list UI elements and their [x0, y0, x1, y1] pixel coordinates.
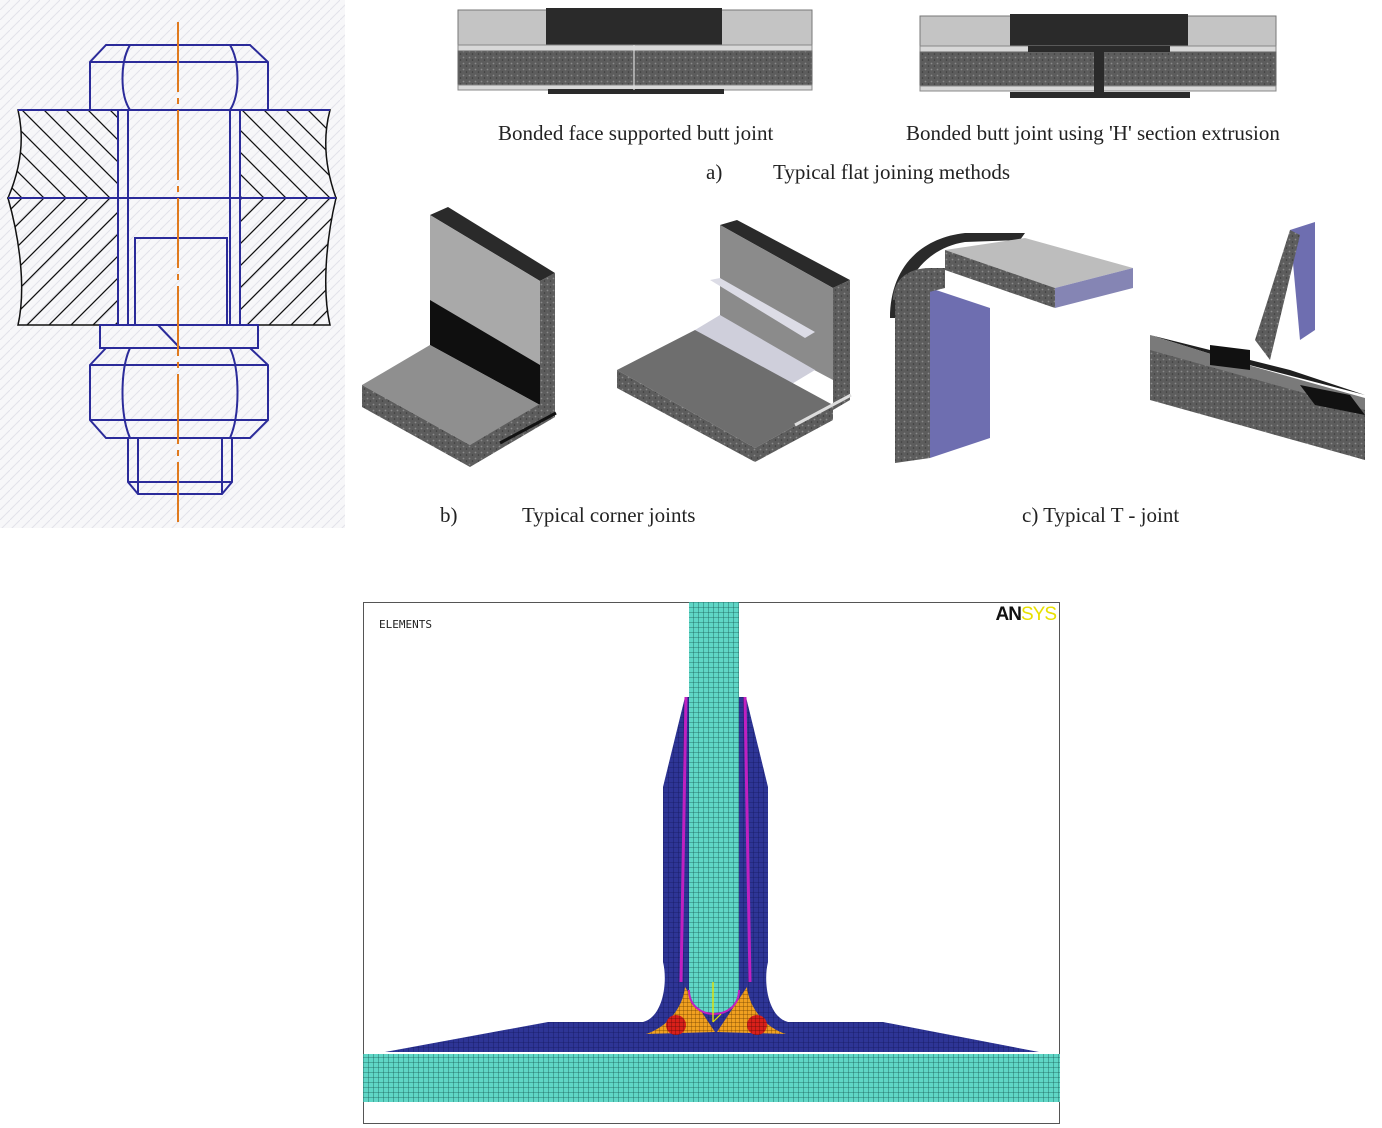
caption-butt1: Bonded face supported butt joint — [498, 121, 774, 145]
caption-flat-title: Typical flat joining methods — [773, 160, 1011, 184]
corner-joint-2 — [615, 220, 855, 465]
bolt-section-drawing — [0, 0, 345, 528]
ansys-logo-an: AN — [995, 604, 1022, 625]
t-joint-1 — [885, 228, 1135, 468]
butt-joint-supported — [456, 8, 816, 96]
ansys-logo: ANSYS — [995, 604, 1057, 626]
corner-joint-1 — [360, 205, 560, 470]
caption-tjoint-title: c) Typical T - joint — [1022, 503, 1180, 527]
fea-mesh-panel: ELEMENTS ANSYS — [363, 602, 1060, 1124]
caption-butt2: Bonded butt joint using 'H' section extr… — [906, 121, 1280, 145]
fea-elements-label: ELEMENTS — [379, 618, 432, 631]
caption-flat-label: a) — [706, 160, 723, 184]
caption-corner-label: b) — [440, 503, 458, 527]
butt-joint-h-section — [918, 14, 1280, 100]
t-joint-2 — [1150, 220, 1378, 465]
ansys-logo-sys: SYS — [1020, 604, 1057, 625]
caption-corner-title: Typical corner joints — [522, 503, 696, 527]
